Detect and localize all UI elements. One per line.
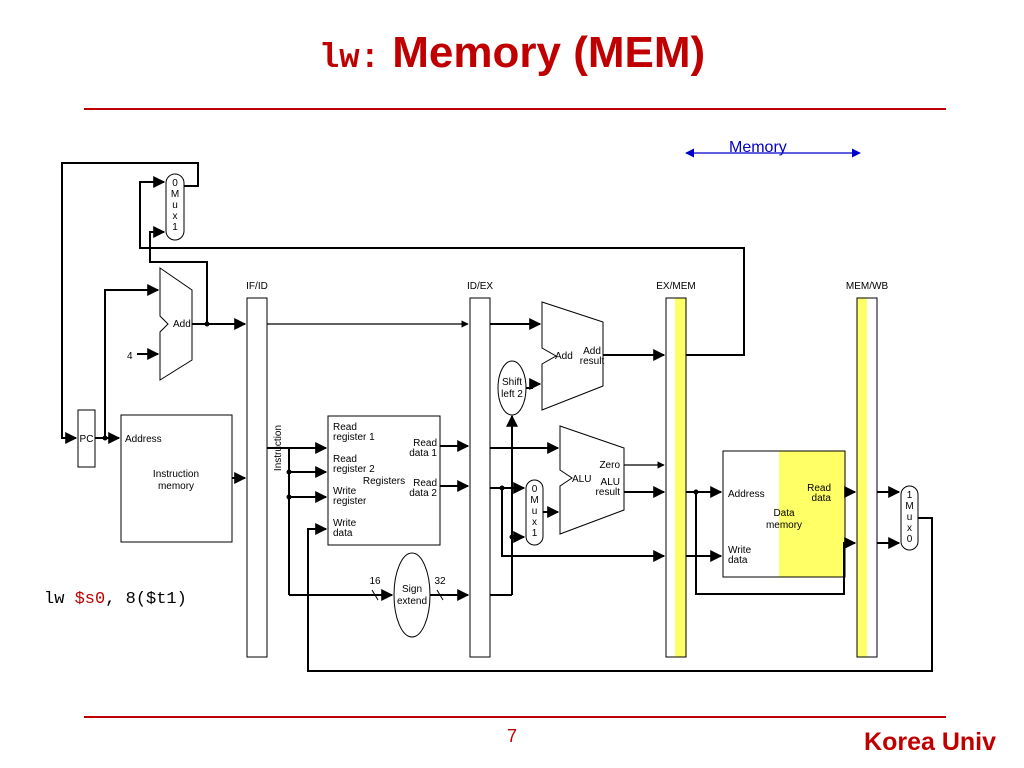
mem-wb-label: MEM/WB — [846, 281, 889, 292]
instruction-op: lw — [44, 590, 75, 609]
instruction-memory — [120, 414, 233, 543]
branch-adder-label: Add — [555, 351, 573, 362]
memory-stage-label: Memory — [729, 139, 787, 156]
title-code: lw: — [318, 40, 381, 78]
data-memory-highlight — [779, 451, 845, 577]
bits-in-label: 16 — [369, 576, 381, 587]
brand-label: Korea Univ — [864, 728, 996, 756]
alu — [559, 425, 625, 535]
imem-address-label: Address — [125, 434, 162, 445]
pc-adder-label: Add — [173, 319, 191, 330]
pc-label: PC — [80, 434, 94, 445]
mem-wb-highlight — [857, 298, 867, 657]
title-text: Memory (MEM) — [392, 28, 706, 77]
ex-mem-highlight — [675, 298, 686, 657]
if-id-label: IF/ID — [246, 281, 268, 292]
ex-mem-label: EX/MEM — [656, 281, 695, 292]
register-file — [327, 415, 441, 546]
instruction-dest-reg: $s0 — [74, 590, 106, 609]
pc-adder — [159, 267, 193, 381]
registers-name: Registers — [363, 476, 405, 487]
footer-rule — [84, 716, 946, 718]
id-ex-label: ID/EX — [467, 281, 493, 292]
instruction-example: lw $s0, 8($t1) — [44, 590, 187, 609]
page-number: 7 — [506, 726, 517, 746]
pc-mux — [165, 173, 185, 241]
id-ex-register — [469, 297, 491, 658]
slide-title: lw: Memory (MEM) — [0, 28, 1024, 78]
if-id-register — [246, 297, 268, 658]
shift-left-2 — [497, 360, 527, 416]
title-rule — [84, 108, 946, 110]
bits-out-label: 32 — [434, 576, 446, 587]
dmem-address-label: Address — [728, 489, 765, 500]
branch-adder — [541, 301, 604, 411]
alu-zero-label: Zero — [599, 460, 620, 471]
instruction-operands: , 8($t1) — [105, 590, 187, 609]
sign-extend — [393, 552, 431, 638]
const-four: 4 — [127, 351, 133, 362]
alu-label: ALU — [572, 474, 591, 485]
